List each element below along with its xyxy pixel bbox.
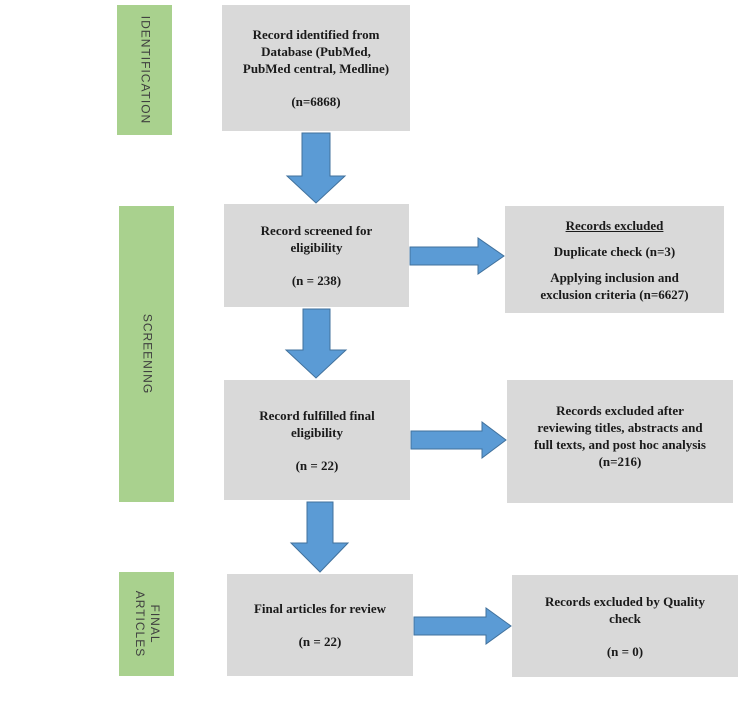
final-line-1: Final articles for review — [253, 601, 386, 616]
eligibility-line-1: Record fulfilled final — [259, 407, 375, 423]
excluded-review-line-2: reviewing titles, abstracts and — [537, 420, 703, 435]
excluded-quality-count: (n = 0) — [606, 643, 644, 659]
identified-line-2: Database (PubMed, — [261, 44, 371, 59]
box-records-screened: Record screened for eligibility (n = 238… — [224, 204, 409, 307]
box-records-identified: Record identified from Database (PubMed,… — [222, 5, 410, 131]
excluded-review-line-3: full texts, and post hoc analysis — [534, 437, 706, 452]
excluded-review-line-1: Records excluded after — [556, 403, 684, 418]
box-final-eligibility: Record fulfilled final eligibility (n = … — [224, 380, 410, 500]
box-records-excluded-quality: Records excluded by Quality check (n = 0… — [512, 575, 738, 677]
arrow-down-identification-to-screening — [285, 132, 347, 204]
excluded-quality-line-1: Records excluded by Quality — [545, 593, 705, 609]
phase-identification: IDENTIFICATION — [117, 5, 172, 135]
phase-screening: SCREENING — [119, 206, 174, 502]
box-records-excluded-after-review: Records excluded after reviewing titles,… — [507, 380, 733, 503]
final-count: (n = 22) — [298, 634, 342, 649]
screened-line-1: Record screened for — [260, 223, 373, 238]
identified-line-1: Record identified from — [252, 27, 380, 42]
excluded-duplicate-check: Duplicate check (n=3) — [553, 243, 676, 259]
excluded-criteria-line-2: exclusion criteria (n=6627) — [540, 286, 689, 302]
arrow-right-to-records-excluded-quality — [413, 607, 512, 645]
excluded-criteria-line-1: Applying inclusion and — [550, 269, 679, 285]
box-final-articles: Final articles for review (n = 22) — [227, 574, 413, 676]
identified-line-3: PubMed central, Medline) — [242, 61, 390, 76]
box-records-excluded: Records excluded Duplicate check (n=3) A… — [505, 206, 724, 313]
excluded-quality-line-2: check — [609, 610, 641, 626]
screened-count: (n = 238) — [291, 273, 342, 288]
arrow-down-eligibility-to-final — [289, 501, 350, 573]
arrow-right-to-records-excluded-after-review — [410, 421, 507, 459]
eligibility-count: (n = 22) — [295, 457, 339, 473]
screened-line-2: eligibility — [290, 240, 343, 255]
identified-count: (n=6868) — [291, 94, 341, 109]
eligibility-line-2: eligibility — [291, 424, 343, 440]
excluded-review-count: (n=216) — [598, 454, 642, 469]
arrow-right-to-records-excluded — [409, 237, 505, 275]
arrow-down-screened-to-eligibility — [284, 308, 348, 379]
excluded-heading: Records excluded — [565, 217, 664, 233]
phase-final-articles: FINAL ARTICLES — [119, 572, 174, 676]
